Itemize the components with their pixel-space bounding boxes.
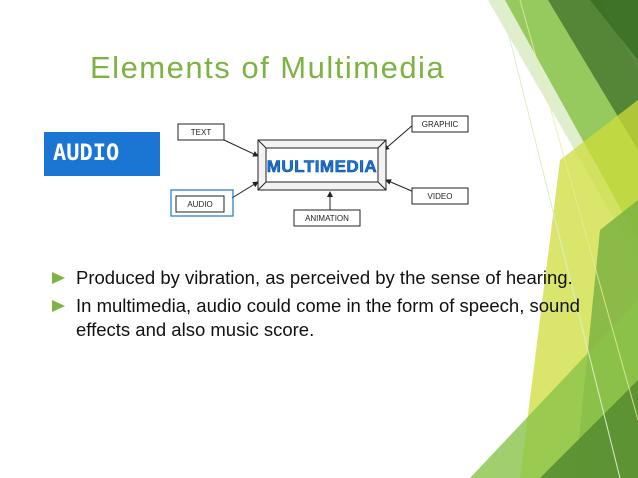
bullet-item: Produced by vibration, as perceived by t… [46, 266, 621, 290]
diagram-node-text-label: TEXT [191, 128, 212, 137]
diagram-node-audio-label: AUDIO [187, 200, 212, 209]
bullet-item: In multimedia, audio could come in the f… [46, 294, 621, 342]
multimedia-diagram: MULTIMEDIA TEXT GRAPHIC VIDEO AUDIO ANIM… [170, 115, 469, 227]
bullet-text: Produced by vibration, as perceived by t… [76, 267, 573, 288]
diagram-node-video-label: VIDEO [428, 192, 453, 201]
audio-section-label: AUDIO [44, 132, 160, 176]
diagram-center-label: MULTIMEDIA [267, 157, 377, 176]
triangle-bullet-icon [52, 272, 65, 284]
diagram-node-graphic-label: GRAPHIC [422, 120, 459, 129]
triangle-bullet-icon [52, 300, 65, 312]
diagram-center-box: MULTIMEDIA [257, 139, 387, 191]
bullet-list: Produced by vibration, as perceived by t… [46, 266, 621, 346]
diagram-node-animation: ANIMATION [293, 209, 361, 227]
slide-title: Elements of Multimedia [90, 50, 446, 85]
diagram-node-video: VIDEO [411, 187, 469, 205]
bullet-text: In multimedia, audio could come in the f… [76, 295, 580, 340]
diagram-node-text: TEXT [177, 123, 225, 141]
diagram-node-graphic: GRAPHIC [411, 115, 469, 133]
diagram-node-animation-label: ANIMATION [305, 214, 349, 223]
diagram-node-audio: AUDIO [170, 189, 234, 217]
